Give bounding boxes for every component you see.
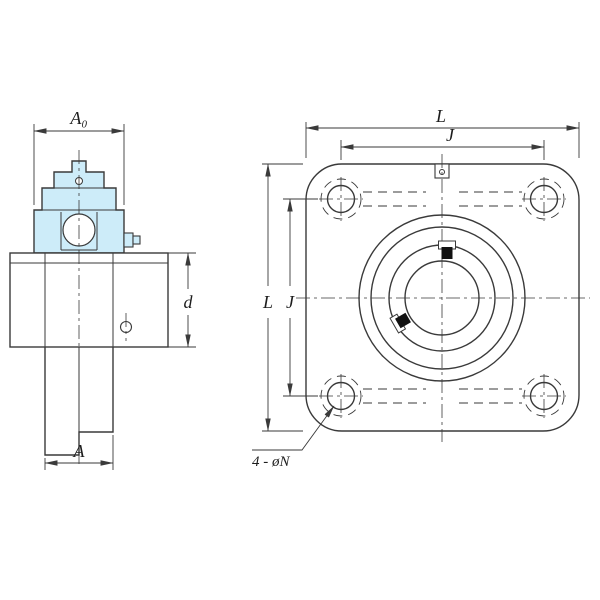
dim-label-a0: A₀ [69,108,87,128]
dim-j-top: J [340,125,545,160]
bolt-hole-centerlines [319,177,566,418]
dim-label-l-top: L [435,106,446,126]
front-view: L J L J 4 - øN [252,106,590,470]
hidden-boss-lines [363,191,522,404]
grease-fitting-tip [132,235,141,245]
flange-outline [305,163,580,432]
dim-label-d: d [184,292,194,312]
flange-plate-section [9,252,169,348]
front-centerlines [296,154,590,442]
set-screw-top [441,247,453,259]
dim-a0-extension-lines [33,124,125,205]
dim-d-extension-lines [168,252,196,348]
dim-label-a: A [73,441,86,461]
side-view: A₀ d A [9,108,196,470]
dim-a0: A₀ [33,108,125,205]
dim-label-l-left: L [262,292,273,312]
dim-j-left: J [283,198,318,397]
dim-j-top-extension-lines [340,140,545,160]
dim-d: d [168,252,196,348]
dim-label-j-left: J [286,292,295,312]
dim-l-top: L [305,106,580,158]
dim-l-top-extension-lines [305,122,580,158]
grease-fitting [123,232,134,248]
plate-spigot-lines [44,253,114,347]
set-screw-side [395,312,411,329]
dim-a: A [44,435,114,470]
holes-leader [252,405,335,451]
holes-label: 4 - øN [252,454,290,470]
holes-callout: 4 - øN [252,405,335,470]
dim-label-j-top: J [446,125,455,145]
dim-l-left: L [262,163,303,432]
